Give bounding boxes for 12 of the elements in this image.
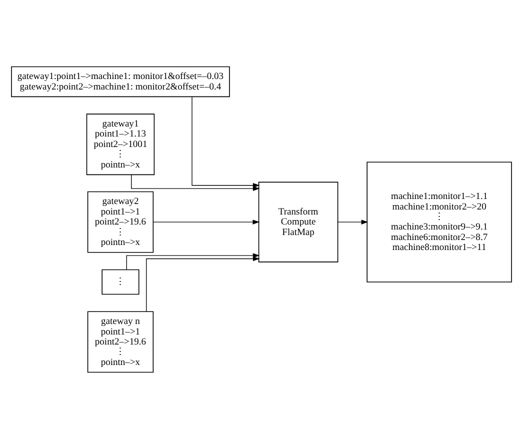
arrow — [338, 220, 368, 224]
node-box: gateway n point1–>1 point2–>19.6 ⋮ pointn–>x — [87, 311, 154, 373]
arrow — [152, 220, 260, 224]
arrow — [146, 256, 260, 312]
node-box: machine1:monitor1–>1.1 machine1:monitor2–>20 ⋮ machine3:monitor9–>9.1 machine6:monitor2–>8.7 machine8:monitor1–>11 — [366, 162, 512, 282]
arrow — [131, 174, 260, 191]
node-box: ⋮ — [102, 269, 140, 295]
node-box: gateway1:point1–>machine1: monitor1&offset=–0.03 gateway2:point2–>machine1: monitor2&offset=–0.4 — [11, 66, 230, 98]
node-box: gateway1 point1–>1.13 point2–>1001 ⋮ pointn–>x — [86, 114, 155, 176]
node-box: Transform Compute FlatMap — [258, 182, 338, 262]
node-box: gateway2 point1–>1 point2–>19.6 ⋮ pointn–>x — [87, 191, 154, 253]
arrow — [192, 96, 260, 188]
